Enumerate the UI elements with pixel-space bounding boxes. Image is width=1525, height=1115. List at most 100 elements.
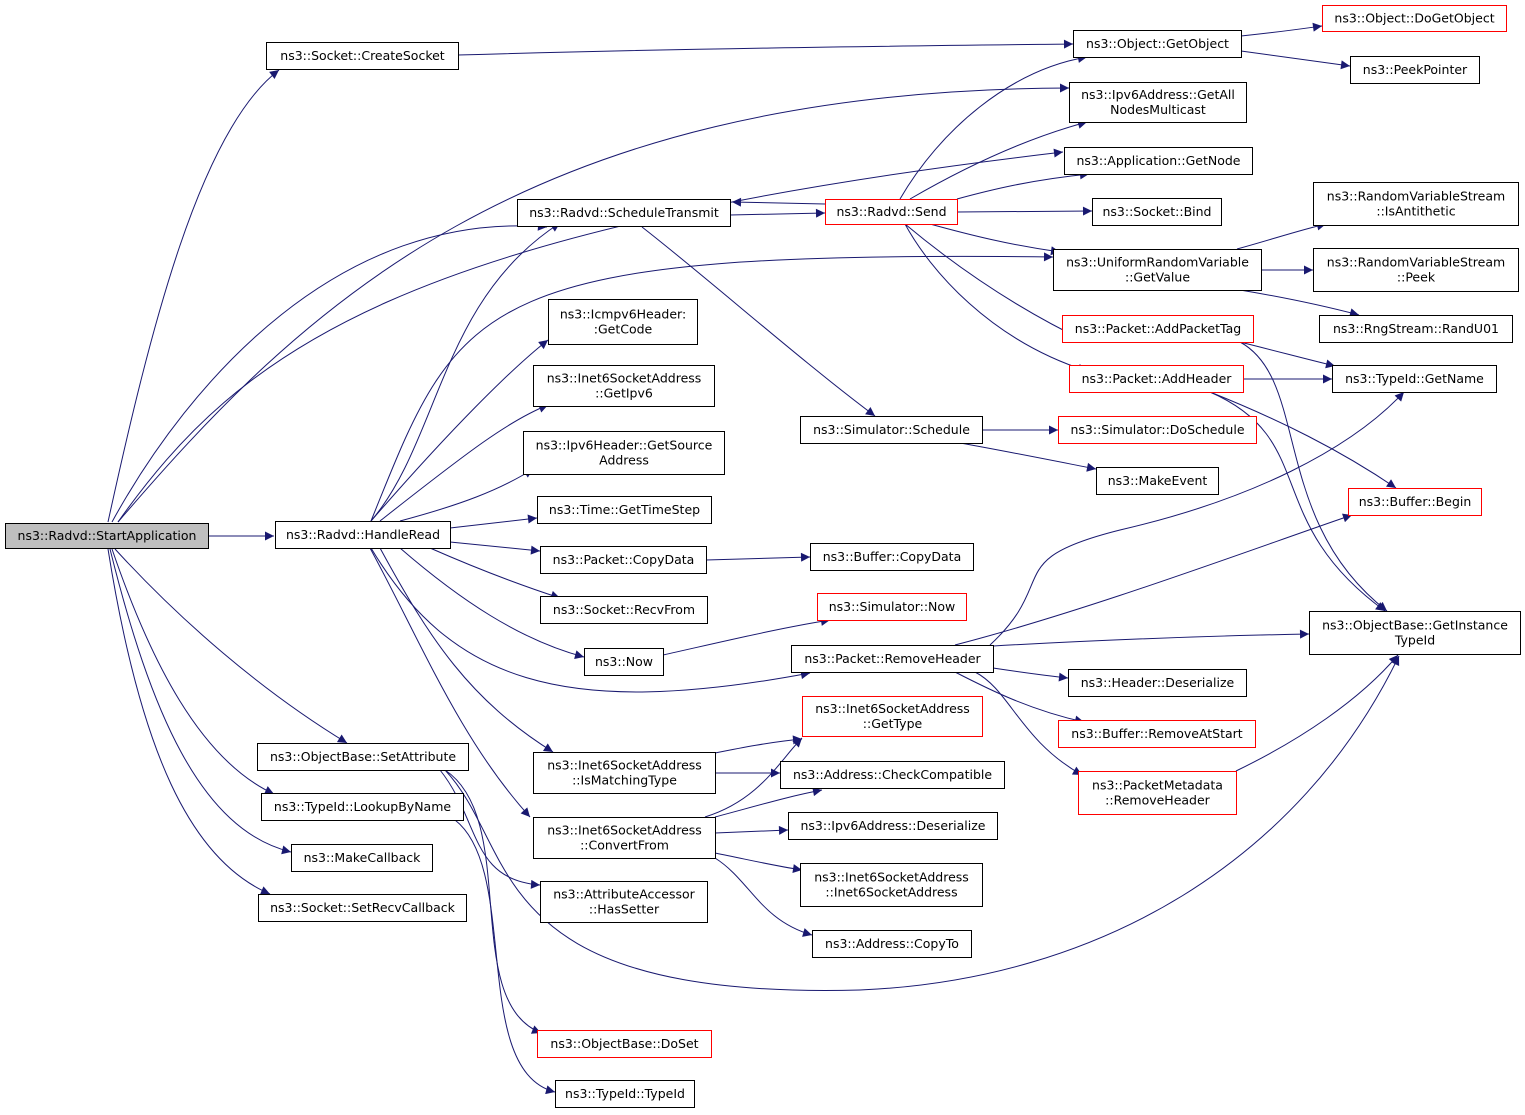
node-label: ns3::Buffer::CopyData [823, 549, 962, 564]
node-box [548, 299, 698, 345]
function-node-pmRemoveHeader[interactable]: ns3::PacketMetadata::RemoveHeader [1078, 771, 1237, 815]
function-node-ipv6Deserialize[interactable]: ns3::Ipv6Address::Deserialize [788, 812, 998, 840]
call-edge-radvdSend [904, 223, 1088, 373]
function-node-lookupByName[interactable]: ns3::TypeId::LookupByName [261, 793, 464, 821]
function-node-setAttribute[interactable]: ns3::ObjectBase::SetAttribute [257, 743, 469, 771]
call-edge-urvGetValue [1236, 221, 1327, 250]
node-box [1078, 771, 1237, 815]
node-label: ::HasSetter [589, 902, 660, 917]
call-edge-addPacketTag [1239, 341, 1388, 612]
call-edge-start [109, 548, 292, 855]
call-arrow [107, 548, 271, 895]
function-node-isMatchingType[interactable]: ns3::Inet6SocketAddress::IsMatchingType [533, 752, 716, 794]
function-node-getIpv6[interactable]: ns3::Inet6SocketAddress::GetIpv6 [533, 365, 715, 407]
node-label: ns3::RandomVariableStream [1327, 255, 1505, 270]
function-node-socketBind[interactable]: ns3::Socket::Bind [1092, 198, 1222, 226]
function-node-removeHeader[interactable]: ns3::Packet::RemoveHeader [791, 645, 994, 673]
function-node-icmpGetCode[interactable]: ns3::Icmpv6Header::GetCode [548, 299, 698, 345]
function-node-addPacketTag[interactable]: ns3::Packet::AddPacketTag [1062, 315, 1254, 343]
node-box [257, 743, 469, 771]
function-node-now[interactable]: ns3::Now [584, 648, 664, 676]
function-node-makeCallback[interactable]: ns3::MakeCallback [291, 844, 433, 872]
call-edge-handleRead [370, 222, 561, 522]
call-edge-addPacketTag [1239, 341, 1336, 369]
call-edge-removeHeader [992, 667, 1069, 682]
node-box [1069, 365, 1244, 393]
call-arrow [904, 223, 1088, 373]
function-node-createSocket[interactable]: ns3::Socket::CreateSocket [266, 42, 459, 70]
node-label: ns3::Inet6SocketAddress [547, 823, 702, 838]
call-edge-setAttribute [444, 655, 1400, 991]
call-arrow [714, 825, 789, 835]
function-node-addHeader[interactable]: ns3::Packet::AddHeader [1069, 365, 1244, 393]
function-node-rvsPeek[interactable]: ns3::RandomVariableStream::Peek [1313, 248, 1519, 292]
function-node-scheduleTransmit[interactable]: ns3::Radvd::ScheduleTransmit [517, 199, 731, 227]
node-label: ns3::RngStream::RandU01 [1333, 321, 1499, 336]
node-box [1350, 56, 1480, 84]
node-box [825, 199, 958, 225]
node-label: ::IsAntithetic [1376, 204, 1455, 219]
function-node-isAntithetic[interactable]: ns3::RandomVariableStream::IsAntithetic [1313, 182, 1519, 226]
function-node-headerDeserialize[interactable]: ns3::Header::Deserialize [1068, 669, 1247, 697]
function-node-simNow[interactable]: ns3::Simulator::Now [817, 593, 967, 621]
call-edge-radvdSend [899, 54, 1088, 200]
call-arrow [1239, 341, 1336, 369]
node-label: ns3::ObjectBase::DoSet [550, 1036, 698, 1051]
function-node-urvGetValue[interactable]: ns3::UniformRandomVariable::GetValue [1053, 249, 1262, 291]
function-node-typeIdTypeId[interactable]: ns3::TypeId::TypeId [555, 1080, 695, 1108]
function-node-appGetNode[interactable]: ns3::Application::GetNode [1064, 147, 1253, 175]
node-label: ns3::PacketMetadata [1092, 778, 1223, 793]
function-node-simSchedule[interactable]: ns3::Simulator::Schedule [800, 416, 983, 444]
call-edge-radvdSend [909, 119, 1088, 200]
function-node-checkCompatible[interactable]: ns3::Address::CheckCompatible [780, 761, 1005, 789]
node-box [523, 431, 725, 475]
function-node-setRecvCallback[interactable]: ns3::Socket::SetRecvCallback [258, 894, 467, 922]
node-label: ns3::Buffer::RemoveAtStart [1071, 726, 1243, 741]
function-node-doSchedule[interactable]: ns3::Simulator::DoSchedule [1058, 416, 1257, 444]
call-edge-start [114, 548, 348, 744]
node-box [812, 930, 972, 958]
call-edge-handleRead [379, 404, 549, 522]
call-arrow [1209, 391, 1397, 489]
function-node-randU01[interactable]: ns3::RngStream::RandU01 [1319, 315, 1513, 343]
function-node-start[interactable]: ns3::Radvd::StartApplication [5, 523, 209, 549]
function-node-bufferCopyData[interactable]: ns3::Buffer::CopyData [810, 543, 974, 571]
node-box [1322, 5, 1507, 32]
function-node-makeEvent[interactable]: ns3::MakeEvent [1096, 467, 1219, 495]
function-node-doGetObject[interactable]: ns3::Object::DoGetObject [1322, 5, 1507, 32]
function-node-bufferBegin[interactable]: ns3::Buffer::Begin [1348, 488, 1482, 516]
node-box [1319, 315, 1513, 343]
call-edge-convertFrom [704, 737, 803, 818]
function-node-peekPointer[interactable]: ns3::PeekPointer [1350, 56, 1480, 84]
node-box [540, 881, 708, 923]
node-box [275, 521, 451, 549]
call-edge-start [107, 548, 271, 895]
call-edge-radvdSend [929, 223, 1061, 256]
function-node-getTimeStep[interactable]: ns3::Time::GetTimeStep [537, 496, 712, 524]
function-node-inet6Ctor[interactable]: ns3::Inet6SocketAddress::Inet6SocketAddr… [800, 863, 983, 907]
node-label: ::Inet6SocketAddress [825, 885, 957, 900]
call-arrow [429, 547, 561, 600]
function-node-convertFrom[interactable]: ns3::Inet6SocketAddress::ConvertFrom [533, 817, 716, 859]
function-node-getObject[interactable]: ns3::Object::GetObject [1073, 30, 1242, 58]
function-node-doSet[interactable]: ns3::ObjectBase::DoSet [537, 1030, 712, 1058]
function-node-inet6GetType[interactable]: ns3::Inet6SocketAddress::GetType [802, 696, 983, 737]
call-arrow [449, 541, 541, 555]
node-box [5, 523, 209, 549]
function-node-bufferRemoveAtStart[interactable]: ns3::Buffer::RemoveAtStart [1058, 720, 1256, 748]
node-box [1332, 365, 1497, 393]
function-node-addressCopyTo[interactable]: ns3::Address::CopyTo [812, 930, 972, 958]
function-node-packetCopyData[interactable]: ns3::Packet::CopyData [540, 546, 707, 574]
node-label: ns3::UniformRandomVariable [1066, 255, 1249, 270]
function-node-recvFrom[interactable]: ns3::Socket::RecvFrom [540, 596, 708, 624]
node-label: TypeId [1394, 633, 1435, 648]
call-edge-start [111, 221, 548, 523]
function-node-typeIdGetName[interactable]: ns3::TypeId::GetName [1332, 365, 1497, 393]
function-node-handleRead[interactable]: ns3::Radvd::HandleRead [275, 521, 451, 549]
function-node-hasSetter[interactable]: ns3::AttributeAccessor::HasSetter [540, 881, 708, 923]
function-node-radvdSend[interactable]: ns3::Radvd::Send [825, 199, 958, 225]
node-box [1092, 198, 1222, 226]
